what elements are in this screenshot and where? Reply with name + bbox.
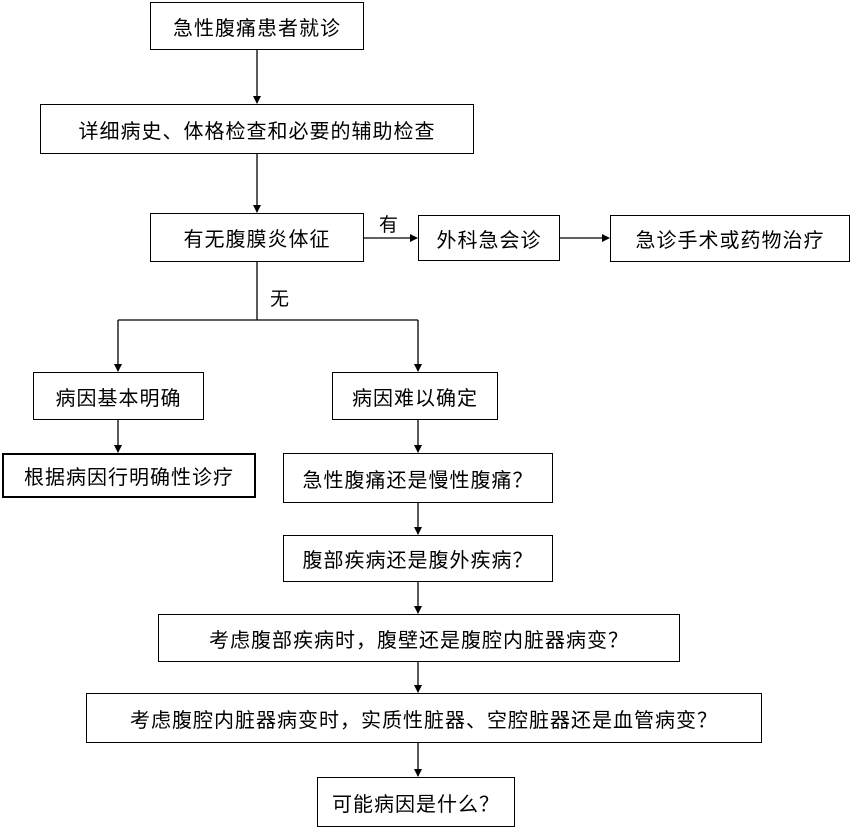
node-definitive: 根据病因行明确性诊疗 <box>2 453 256 498</box>
node-abdominal-extra: 腹部疾病还是腹外疾病？ <box>283 535 553 582</box>
edge-label-yes: 有 <box>379 214 399 236</box>
node-organ-type: 考虑腹腔内脏器病变时，实质性脏器、空腔脏器还是血管病变？ <box>86 693 762 743</box>
node-start: 急性腹痛患者就诊 <box>150 2 364 50</box>
node-cause-unclear: 病因难以确定 <box>332 372 498 420</box>
node-peritonitis: 有无腹膜炎体征 <box>150 213 364 262</box>
node-acute-chronic: 急性腹痛还是慢性腹痛？ <box>283 453 553 503</box>
node-surgery-consult: 外科急会诊 <box>418 215 560 261</box>
edge-label-no: 无 <box>270 288 290 310</box>
node-history: 详细病史、体格检查和必要的辅助检查 <box>40 104 474 154</box>
node-wall-organ: 考虑腹部疾病时，腹壁还是腹腔内脏器病变？ <box>158 614 680 662</box>
node-possible-cause: 可能病因是什么？ <box>317 777 515 827</box>
node-treatment: 急诊手术或药物治疗 <box>610 215 850 262</box>
node-cause-clear: 病因基本明确 <box>33 372 204 420</box>
